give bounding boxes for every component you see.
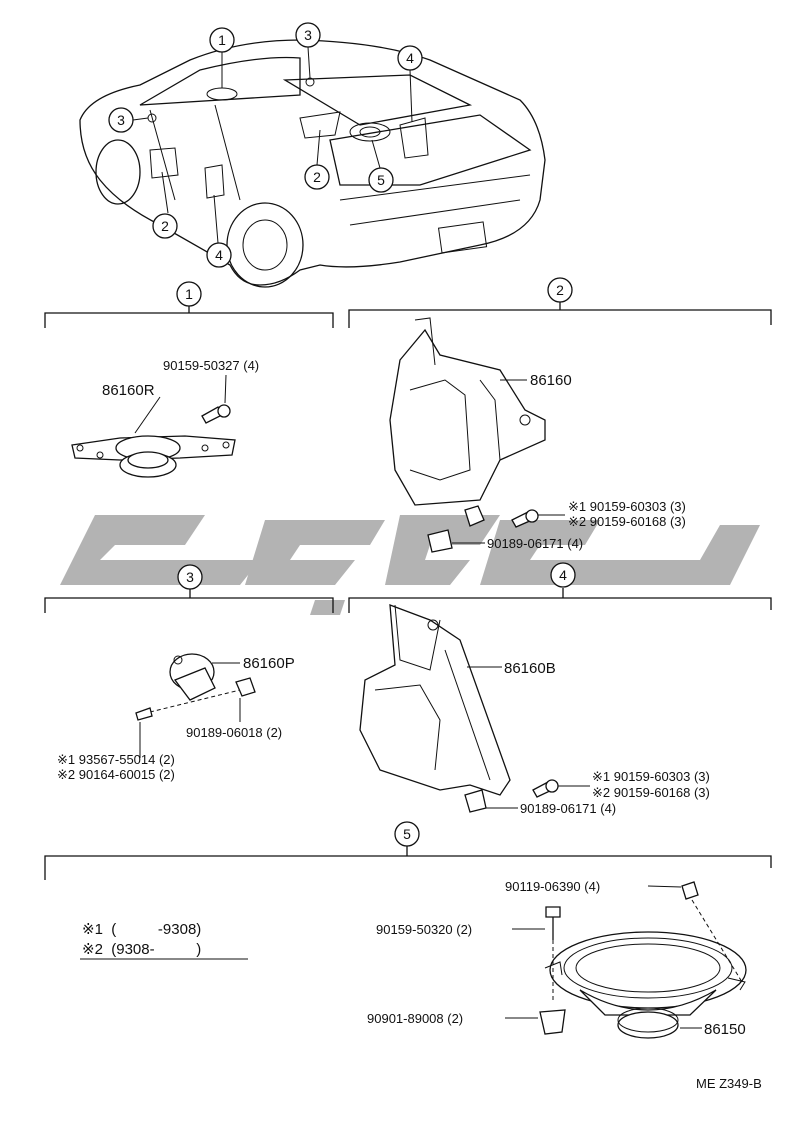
overview-callout-4b: 4	[206, 242, 232, 268]
diagram-code: ME Z349-B	[696, 1076, 762, 1091]
legend-row-1: ※1 ( -9308)	[82, 921, 201, 938]
car-overview	[79, 39, 546, 288]
screw-90159-60303	[511, 509, 565, 528]
tweeter-86160P	[149, 653, 256, 722]
part-label-90189-06018: 90189-06018 (2)	[186, 725, 282, 740]
section-2-bracket: 2	[348, 277, 772, 328]
part-label-90189-06171-s2: 90189-06171 (4)	[487, 536, 583, 551]
svg-text:4: 4	[215, 247, 223, 263]
part-label-86150: 86150	[704, 1021, 746, 1038]
screw-90159-50320	[512, 906, 561, 1000]
screw-90159-50327	[201, 374, 231, 424]
overview-callout-3b: 3	[108, 107, 134, 133]
part-label-90901-89008: 90901-89008 (2)	[367, 1011, 463, 1026]
part-label-93567-55014: ※1 93567-55014 (2)	[57, 752, 175, 767]
overview-callout-3a: 3	[295, 22, 321, 48]
screw-90159-60303-s4	[532, 779, 590, 798]
svg-text:4: 4	[559, 567, 567, 583]
svg-text:1: 1	[185, 286, 193, 302]
speaker-box-86160B	[359, 604, 511, 813]
svg-text:1: 1	[218, 32, 226, 48]
part-label-90159-60168-s4: ※2 90159-60168 (3)	[592, 785, 710, 800]
part-label-86160P: 86160P	[243, 655, 295, 672]
svg-text:5: 5	[377, 172, 385, 188]
svg-text:3: 3	[304, 27, 312, 43]
section-5-bracket: 5	[44, 821, 772, 880]
part-label-86160B: 86160B	[504, 660, 556, 677]
svg-text:2: 2	[161, 218, 169, 234]
part-label-90189-06171-s4: 90189-06171 (4)	[520, 801, 616, 816]
part-label-86160: 86160	[530, 372, 572, 389]
svg-text:5: 5	[403, 826, 411, 842]
svg-text:3: 3	[186, 569, 194, 585]
part-label-90159-60168-s2: ※2 90159-60168 (3)	[568, 514, 686, 529]
legend-row-2: ※2 (9308- )	[82, 941, 201, 958]
section-1-bracket: 1	[44, 281, 334, 328]
rear-speaker-86160R	[71, 396, 236, 478]
overview-callout-2a: 2	[304, 164, 330, 190]
clip-90189-06171-s2	[427, 529, 485, 553]
speaker-86150	[544, 931, 747, 1039]
part-label-90159-60303-s2: ※1 90159-60303 (3)	[568, 499, 686, 514]
svg-text:3: 3	[117, 112, 125, 128]
screw-93567-55014	[135, 707, 153, 758]
watermark-logo	[60, 515, 760, 615]
svg-text:4: 4	[406, 50, 414, 66]
part-label-86160R: 86160R	[102, 382, 155, 399]
nut-90901-89008	[505, 1009, 566, 1035]
section-4-bracket: 4	[348, 562, 772, 613]
overview-callout-4a: 4	[397, 45, 423, 71]
date-legend: ※1 ( -9308) ※2 (9308- )	[80, 921, 248, 960]
svg-text:2: 2	[313, 169, 321, 185]
bolt-90119-06390	[647, 881, 743, 983]
svg-text:2: 2	[556, 282, 564, 298]
part-label-90159-50327: 90159-50327 (4)	[163, 358, 259, 373]
overview-callout-2b: 2	[152, 213, 178, 239]
overview-callout-5: 5	[368, 167, 394, 193]
part-label-90164-60015: ※2 90164-60015 (2)	[57, 767, 175, 782]
section-3-bracket: 3	[44, 564, 334, 613]
part-label-90119-06390: 90119-06390 (4)	[505, 879, 600, 894]
speaker-box-86160	[389, 317, 546, 527]
part-label-90159-50320: 90159-50320 (2)	[376, 922, 472, 937]
part-label-90159-60303-s4: ※1 90159-60303 (3)	[592, 769, 710, 784]
overview-callout-1: 1	[209, 27, 235, 53]
